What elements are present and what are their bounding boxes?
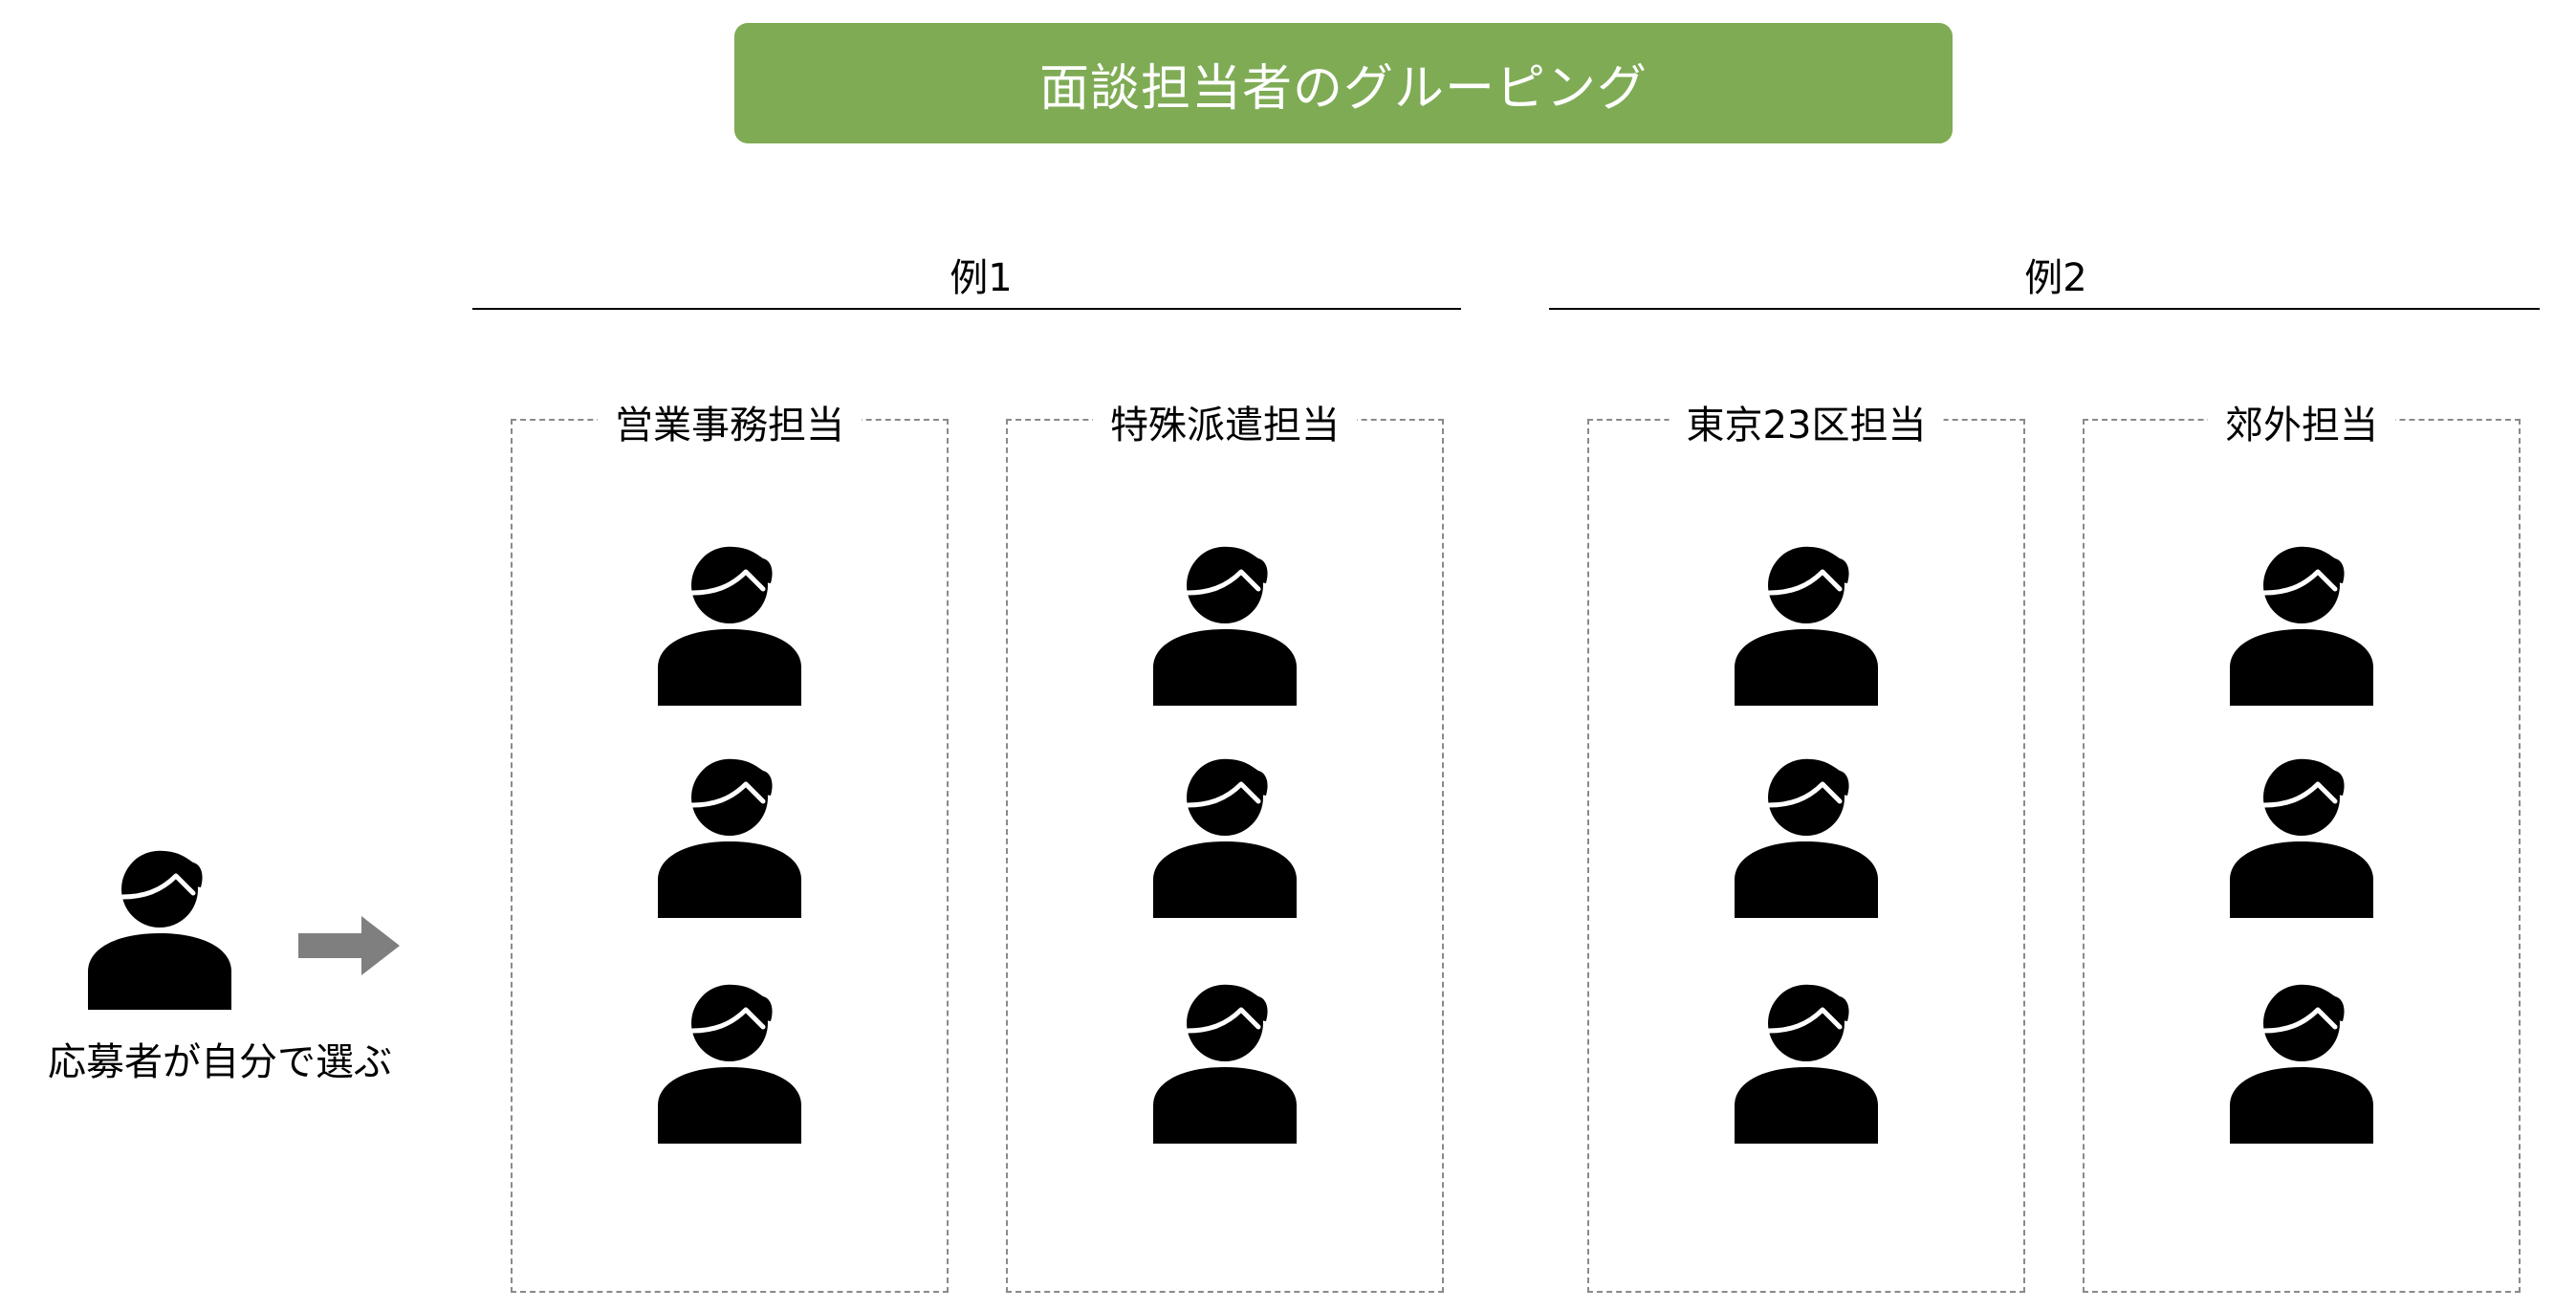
person-icon [1735,545,1878,706]
person-hair-line [689,781,766,808]
person-hair-line [689,1007,766,1034]
example-2-rule [1549,308,2540,310]
person-hair [1773,546,1849,583]
person-icon [658,545,801,706]
person-icon [1735,983,1878,1144]
person-icon [1153,545,1297,706]
person-icon [1153,983,1297,1144]
arrow-shape [298,916,400,975]
example-2-label: 例2 [2024,256,2087,300]
group-box-special-dispatch: 特殊派遣担当 [1006,394,1444,1293]
person-hair-line [1766,781,1843,808]
person-hair-line [120,873,196,900]
person-hair [2268,546,2345,583]
person-hair [2268,984,2345,1021]
person-icon [2230,983,2373,1144]
person-hair-line [1185,569,1261,596]
example-1-rule [472,308,1461,310]
person-body [658,1067,801,1144]
person-hair-line [1185,781,1261,808]
group-box-tokyo-23-wards: 東京23区担当 [1587,394,2025,1293]
person-body [658,629,801,706]
person-icon [1153,757,1297,918]
person-hair [1191,546,1268,583]
person-icon [658,757,801,918]
person-body [1153,1067,1297,1144]
person-body [1735,1067,1878,1144]
group-title: 営業事務担当 [598,394,862,449]
person-body [2230,1067,2373,1144]
applicant-person-icon [88,849,231,1010]
person-hair [1773,758,1849,796]
person-body [658,841,801,918]
person-icon [658,983,801,1144]
person-hair-line [2261,1007,2338,1034]
person-icon [2230,757,2373,918]
person-hair-line [2261,569,2338,596]
page-title: 面談担当者のグルーピング [1038,59,1648,118]
person-body [2230,841,2373,918]
person-hair-line [689,569,766,596]
group-box-sales-admin: 営業事務担当 [511,394,949,1293]
person-icon [2230,545,2373,706]
person-hair-line [1185,1007,1261,1034]
person-hair-line [2261,781,2338,808]
person-body [1735,841,1878,918]
example-1-label: 例1 [950,256,1013,300]
person-icon [1735,757,1878,918]
person-body [88,933,231,1010]
group-box-suburbs: 郊外担当 [2083,394,2521,1293]
group-title: 特殊派遣担当 [1093,394,1357,449]
title-banner: 面談担当者のグルーピング [734,23,1953,143]
person-hair [1191,758,1268,796]
applicant-caption: 応募者が自分で選ぶ [48,1040,392,1084]
person-hair [696,758,773,796]
person-hair [126,850,203,887]
group-title: 郊外担当 [2208,394,2395,449]
person-body [1153,629,1297,706]
person-hair [696,984,773,1021]
person-body [2230,629,2373,706]
arrow-right-icon [298,916,400,975]
person-hair-line [1766,1007,1843,1034]
person-hair [2268,758,2345,796]
person-body [1735,629,1878,706]
person-hair [1773,984,1849,1021]
person-hair [696,546,773,583]
person-body [1153,841,1297,918]
person-hair-line [1766,569,1843,596]
group-title: 東京23区担当 [1669,394,1944,449]
person-hair [1191,984,1268,1021]
